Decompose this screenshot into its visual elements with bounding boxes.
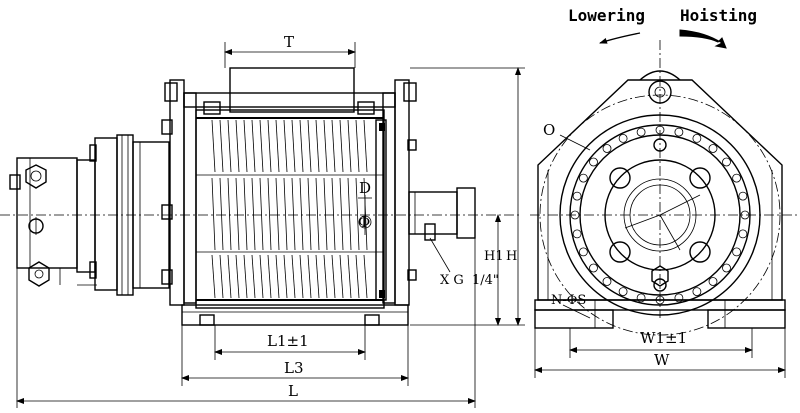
winch-front-view (534, 29, 786, 336)
label-phi: Φ (358, 213, 370, 231)
label-t: T (284, 33, 294, 51)
winch-side-view (9, 67, 476, 326)
drum (195, 109, 387, 309)
rotation-arrows (599, 29, 727, 49)
label-o: O (543, 121, 555, 139)
drum-diameter-marker (358, 195, 372, 235)
label-w: W (654, 351, 670, 369)
label-lowering: Lowering (568, 6, 645, 25)
winch-frame (164, 79, 417, 326)
hydraulic-motor (9, 157, 97, 287)
label-l3: L3 (284, 359, 304, 377)
flange (539, 94, 781, 336)
center-lines (0, 40, 800, 318)
bolt-circle (570, 125, 750, 305)
label-h1: H1 (484, 249, 504, 264)
front-base-feet (534, 299, 786, 329)
label-d: D (359, 179, 371, 197)
drum-grooves (211, 119, 368, 299)
front-view-dimensions (534, 134, 786, 378)
label-l: L (288, 382, 298, 400)
label-hoisting: Hoisting (680, 6, 757, 25)
label-n-phi-s: N-ΦS (551, 293, 586, 308)
side-view-dimensions (16, 42, 525, 408)
label-l1-tolerance: L1±1 (267, 332, 309, 350)
output-shaft (407, 139, 476, 281)
drawing-labels: Lowering Hoisting T O D Φ X G 1/4" H1 H … (267, 6, 757, 400)
label-h: H (506, 249, 517, 264)
label-w1-tolerance: W1±1 (640, 329, 687, 347)
top-guard (203, 67, 375, 115)
label-fraction: 1/4" (472, 273, 499, 288)
label-x-g: X G (440, 273, 464, 288)
gear-housing (89, 119, 173, 296)
